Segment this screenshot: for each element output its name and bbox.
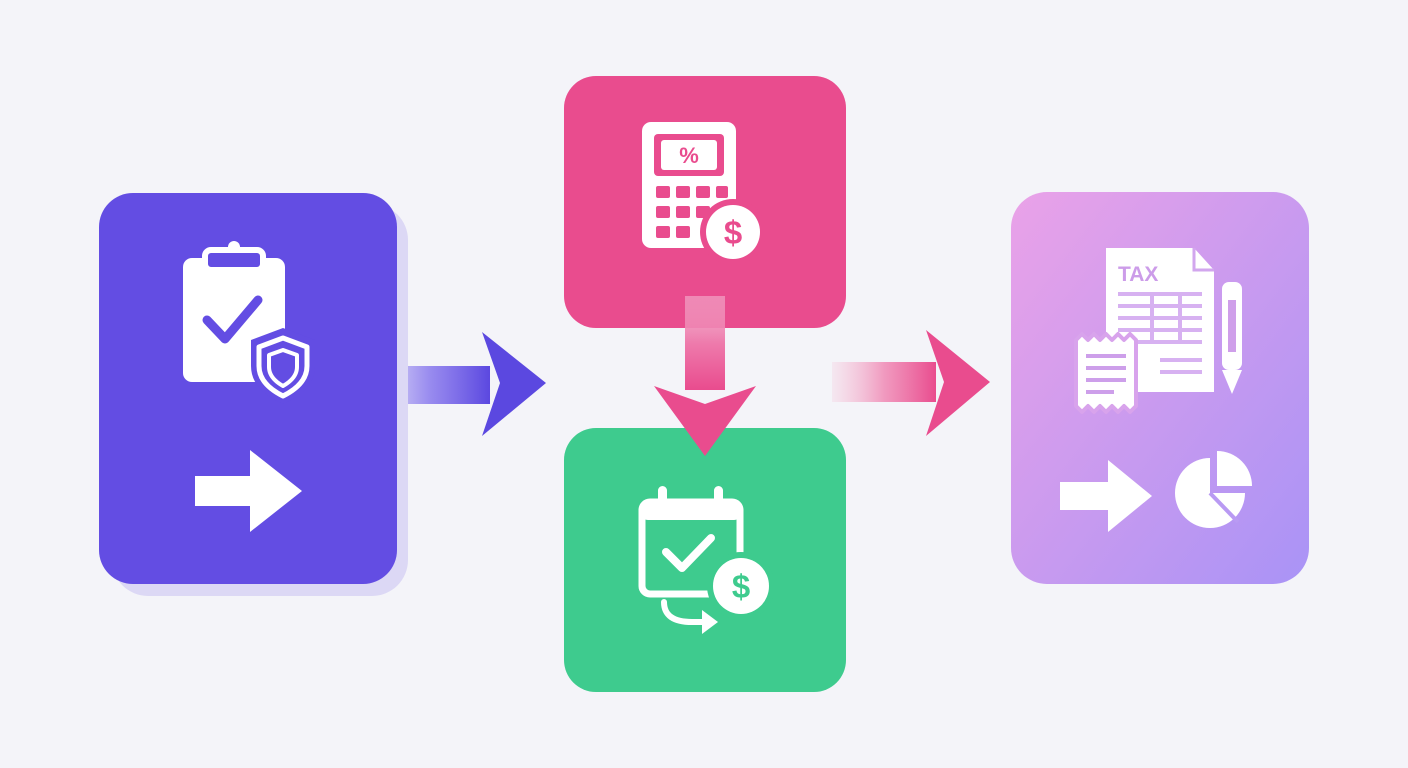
svg-text:$: $: [732, 568, 750, 605]
step-tax-report-card: TAX: [1011, 192, 1309, 584]
connector-calculate-to-tax-report: [832, 330, 990, 436]
svg-text:$: $: [724, 214, 742, 251]
arrow-right-icon: [195, 450, 302, 532]
calendar-check-dollar-icon: $: [638, 486, 775, 634]
clipboard-check-shield-icon: [183, 241, 315, 404]
calculator-percent-dollar-icon: % $: [642, 122, 766, 265]
step-calculate-card: % $: [564, 76, 846, 328]
tax-badge-text: TAX: [1118, 263, 1158, 286]
step-review-card: [99, 193, 408, 596]
connector-calculate-to-schedule-payment: [654, 296, 756, 456]
arrow-pie-chart-icon: [1060, 451, 1252, 532]
svg-text:%: %: [679, 143, 699, 168]
tax-document-receipt-pen-icon: TAX: [1074, 248, 1242, 414]
step-schedule-payment-card: $: [564, 428, 846, 692]
